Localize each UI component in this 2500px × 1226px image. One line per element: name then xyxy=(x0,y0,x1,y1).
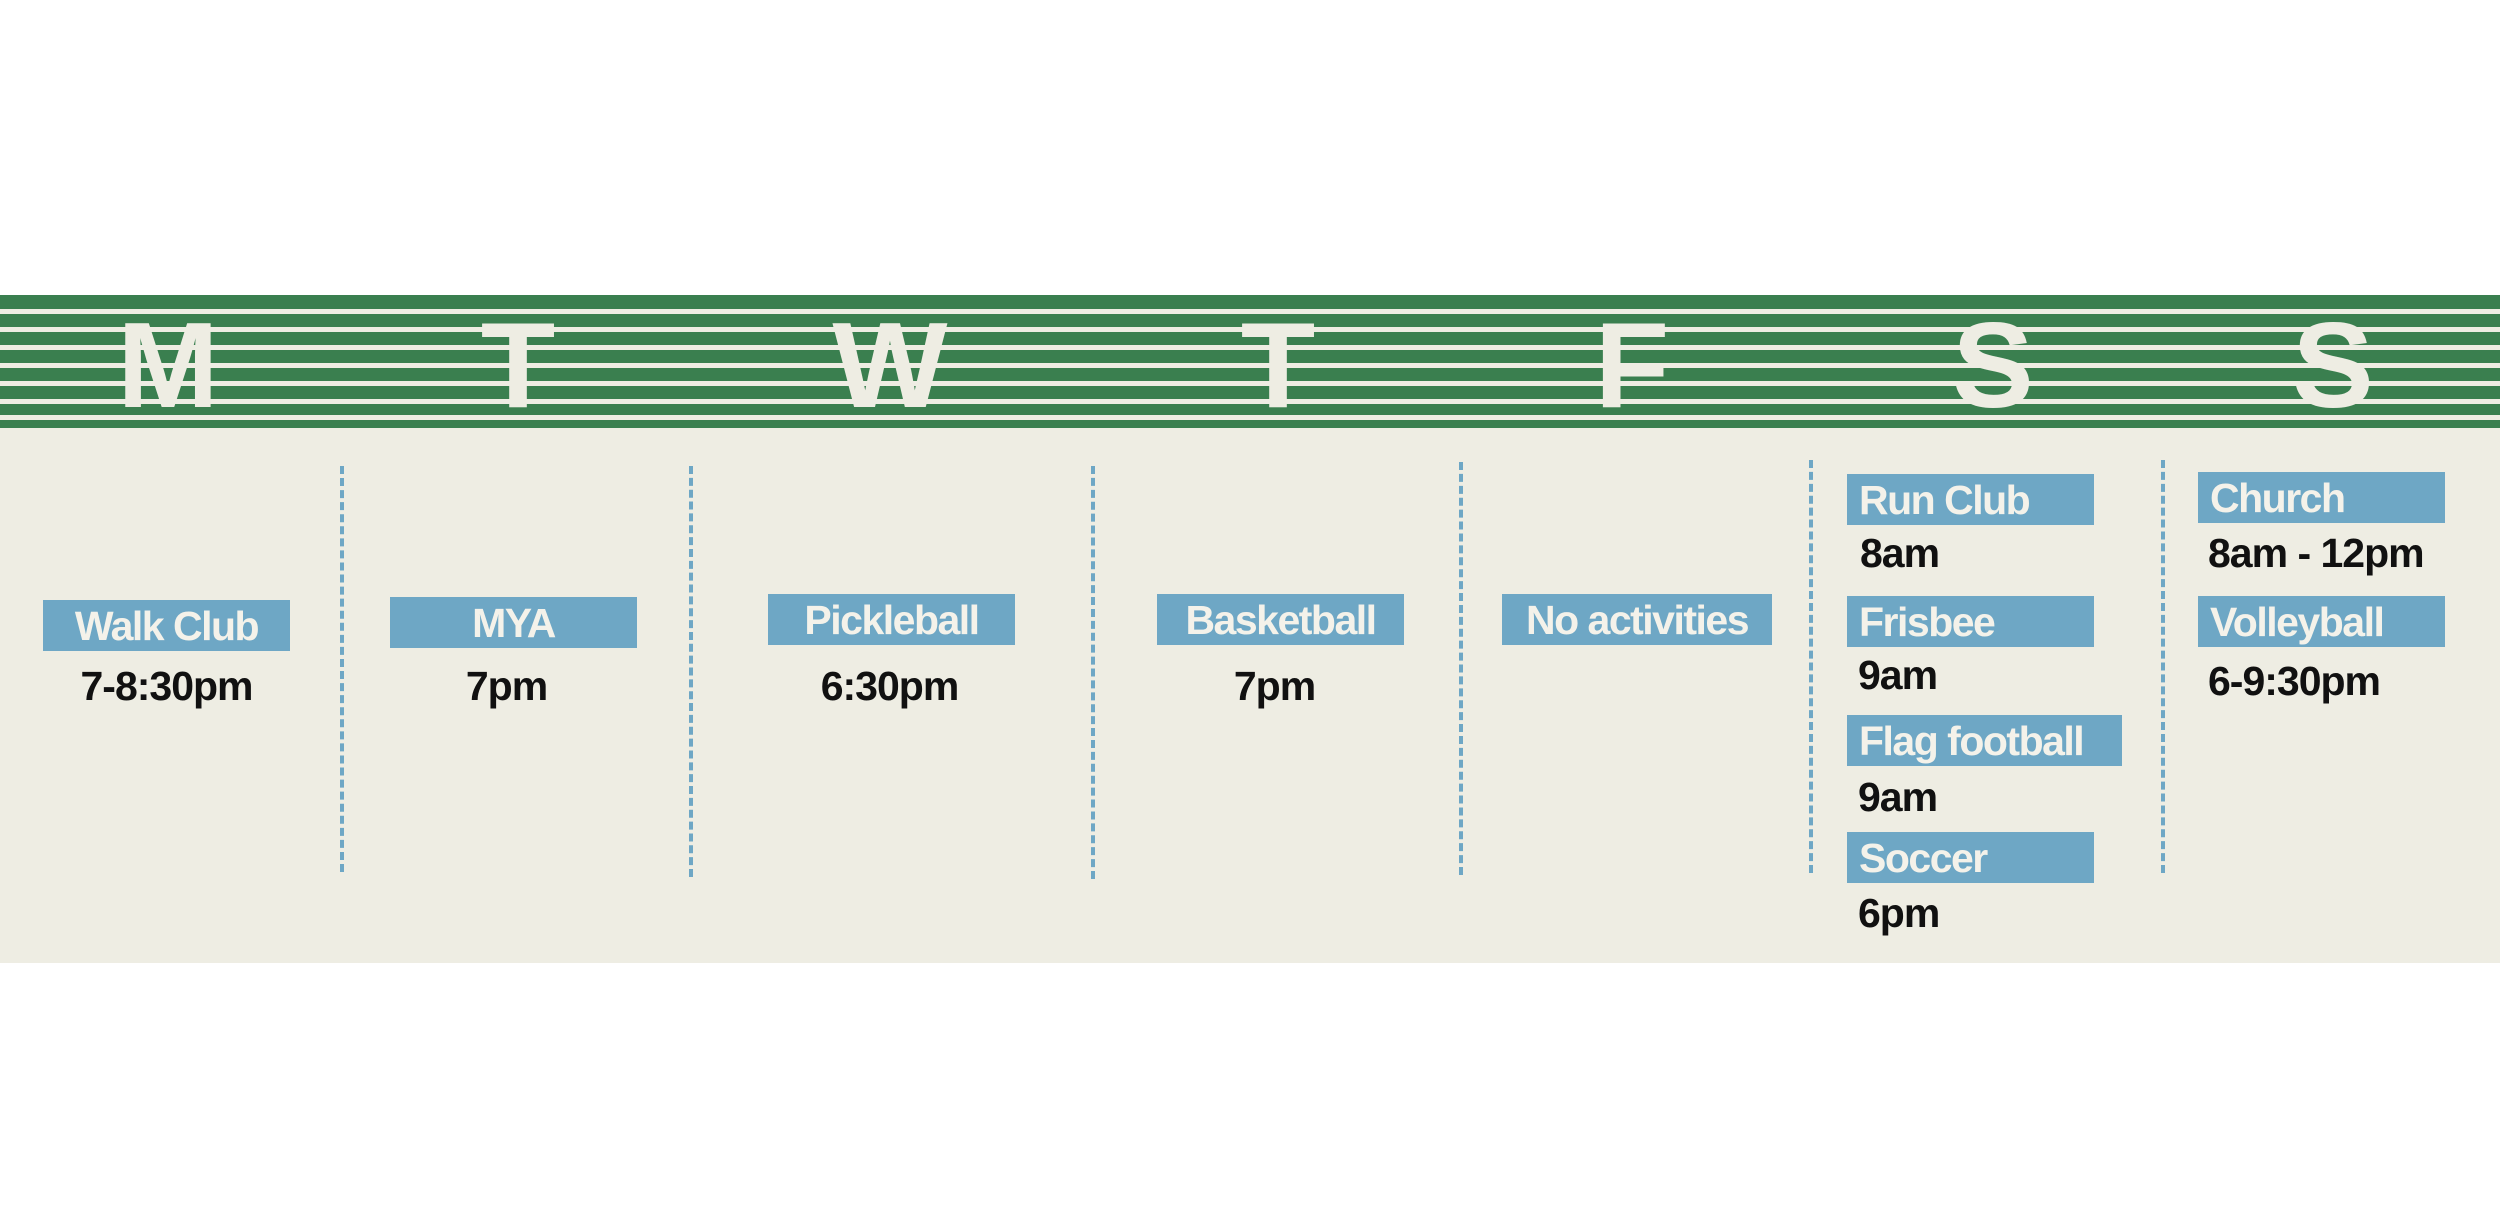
activity-label-volleyball: Volleyball xyxy=(2198,596,2445,647)
day-wednesday: W xyxy=(832,296,948,433)
activity-time: 7-8:30pm xyxy=(80,663,253,709)
day-friday: F xyxy=(1594,296,1670,433)
day-tuesday: T xyxy=(480,296,556,433)
activity-time: 7pm xyxy=(465,663,548,709)
track-stripe xyxy=(0,381,2500,386)
activity-time: 6:30pm xyxy=(820,663,960,709)
day-monday: M xyxy=(117,296,219,433)
activity-time: 9am xyxy=(1858,774,1938,820)
activity-label-basketball: Basketball xyxy=(1157,594,1404,645)
track-stripe xyxy=(0,399,2500,404)
column-divider xyxy=(340,466,344,872)
activity-label-frisbee: Frisbee xyxy=(1847,596,2094,647)
activity-label-soccer: Soccer xyxy=(1847,832,2094,883)
activity-label-pickleball: Pickleball xyxy=(768,594,1015,645)
activity-time: 7pm xyxy=(1233,663,1316,709)
activity-time: 6-9:30pm xyxy=(2208,658,2381,704)
track-stripe xyxy=(0,327,2500,332)
track-stripe xyxy=(0,415,2500,420)
activity-time: 8am xyxy=(1860,530,1940,576)
activity-time: 6pm xyxy=(1858,890,1940,936)
day-sunday: S xyxy=(2292,296,2374,433)
activity-label-church: Church xyxy=(2198,472,2445,523)
activity-label-run-club: Run Club xyxy=(1847,474,2094,525)
column-divider xyxy=(689,466,693,877)
activity-time: 8am - 12pm xyxy=(2208,530,2425,576)
activity-label-mya: MYA xyxy=(390,597,637,648)
column-divider xyxy=(1809,460,1813,873)
day-thursday: T xyxy=(1240,296,1316,433)
column-divider xyxy=(2161,460,2165,873)
activity-label-no-activities: No activities xyxy=(1502,594,1772,645)
column-divider xyxy=(1459,462,1463,875)
activity-label-flag-football: Flag football xyxy=(1847,715,2122,766)
column-divider xyxy=(1091,466,1095,879)
activity-label-walk-club: Walk Club xyxy=(43,600,290,651)
track-stripe xyxy=(0,363,2500,368)
track-stripe xyxy=(0,309,2500,314)
day-saturday: S xyxy=(1952,296,2034,433)
activity-time: 9am xyxy=(1858,652,1938,698)
day-header-band xyxy=(0,295,2500,428)
track-stripe xyxy=(0,345,2500,350)
